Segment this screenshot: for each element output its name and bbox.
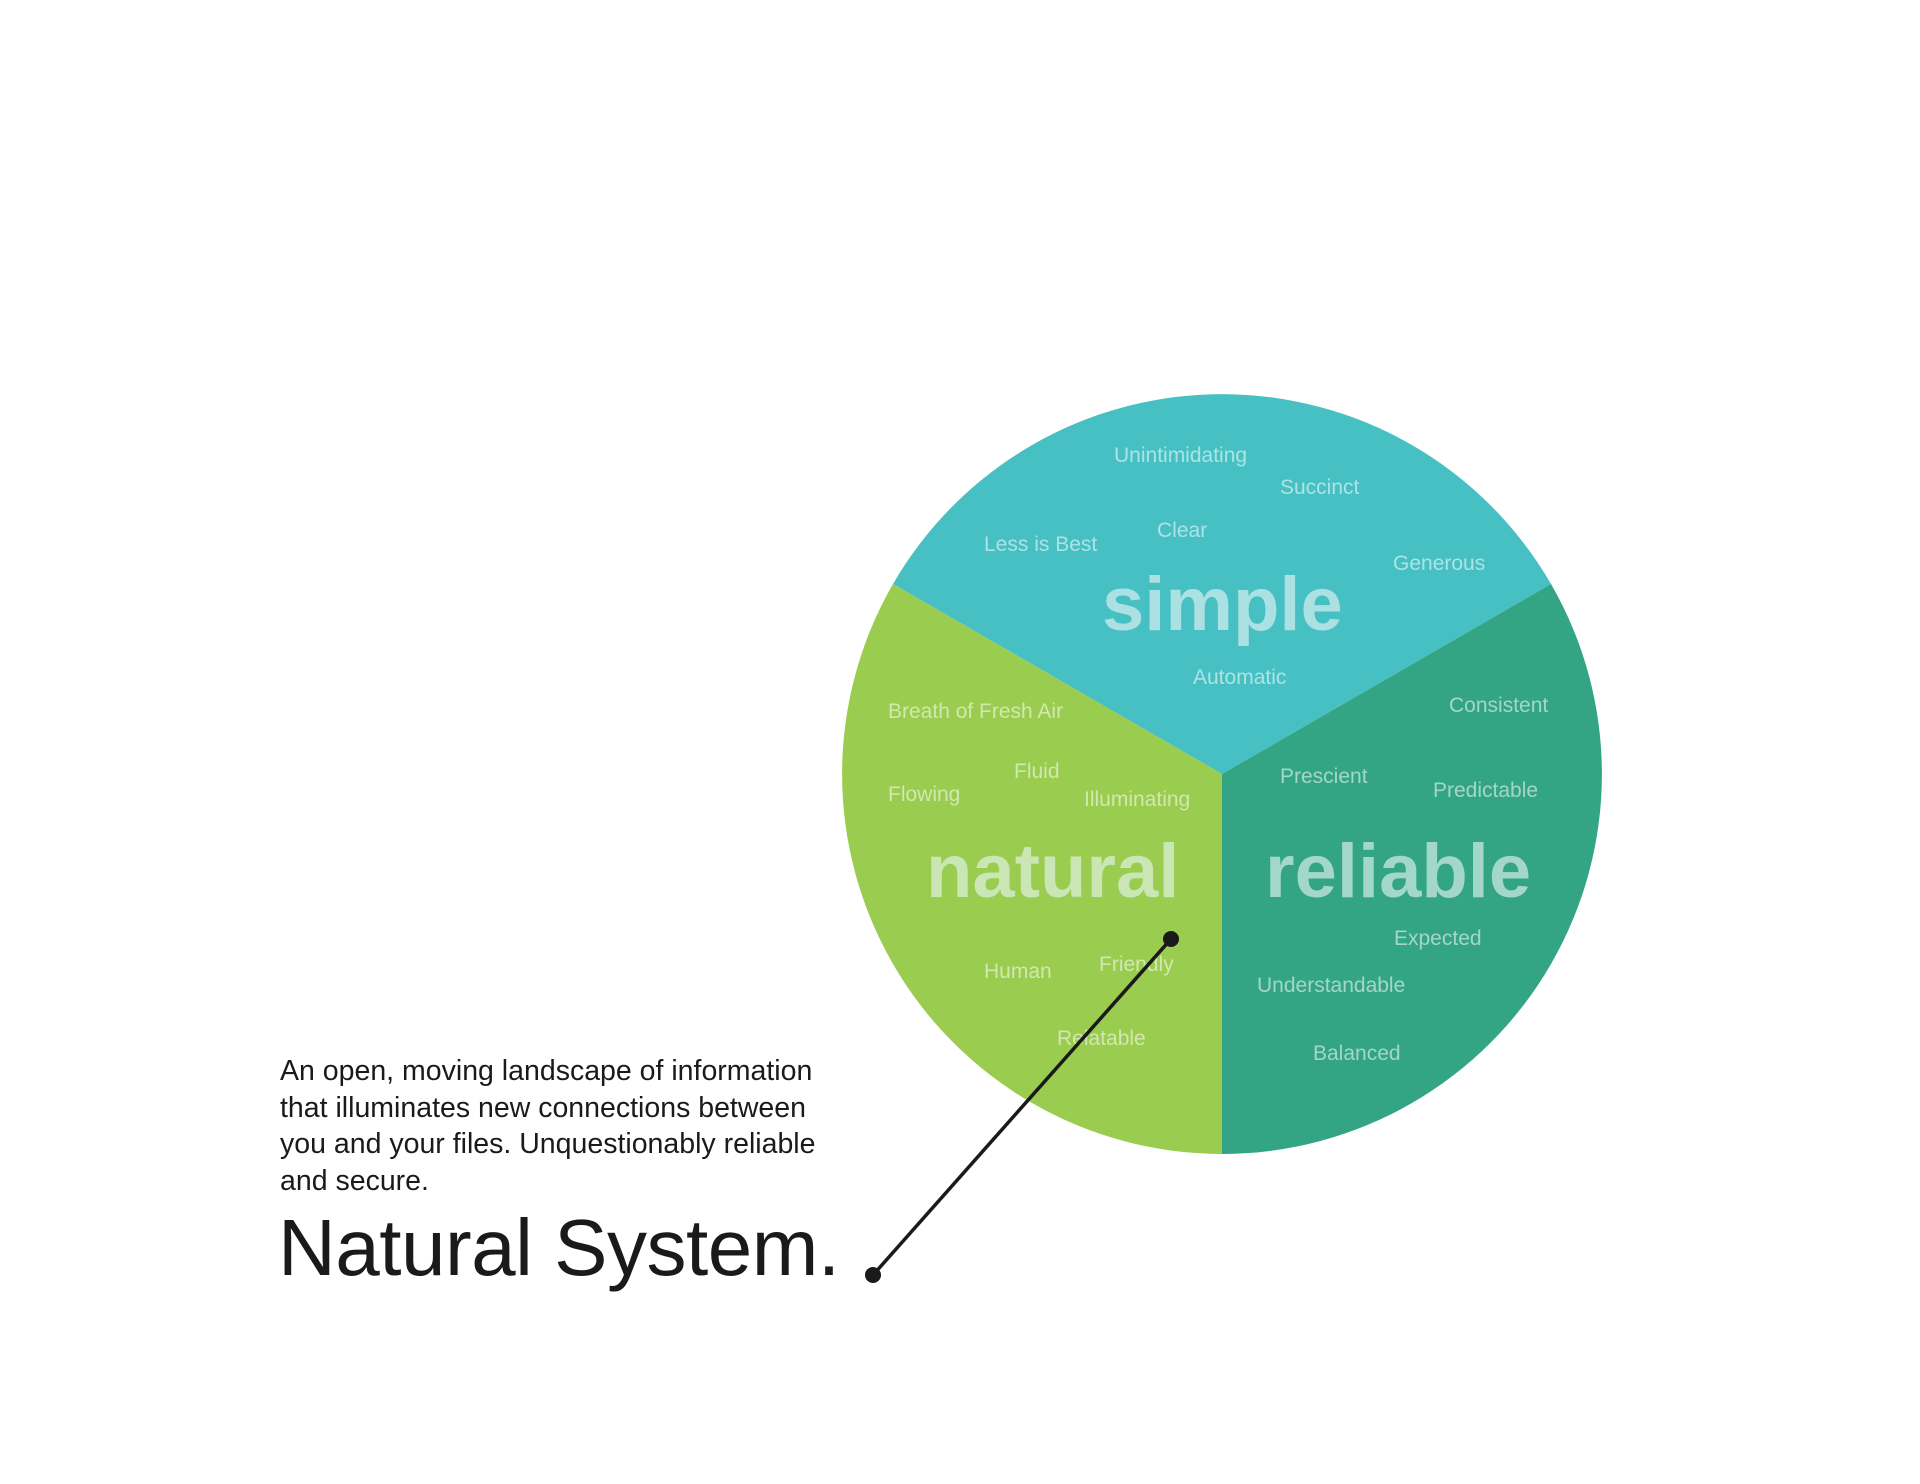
word-succinct: Succinct — [1280, 476, 1360, 499]
description-line: you and your files. Unquestionably relia… — [280, 1128, 816, 1160]
word-consistent: Consistent — [1449, 694, 1548, 717]
word-balanced: Balanced — [1313, 1042, 1401, 1065]
word-predictable: Predictable — [1433, 779, 1538, 802]
description-text: An open, moving landscape of information… — [280, 1053, 920, 1199]
word-expected: Expected — [1394, 927, 1482, 950]
word-relatable: Relatable — [1057, 1027, 1146, 1050]
wheel — [842, 394, 1602, 1154]
word-clear: Clear — [1157, 519, 1207, 542]
word-flowing: Flowing — [888, 783, 960, 806]
natural-words: Breath of Fresh Air Fluid Flowing Illumi… — [888, 700, 1190, 1050]
word-automatic: Automatic — [1193, 666, 1286, 689]
word-fluid: Fluid — [1014, 760, 1060, 783]
segment-reliable — [1222, 584, 1602, 1154]
description-line: that illuminates new connections between — [280, 1091, 806, 1124]
word-less-is-best: Less is Best — [984, 533, 1097, 556]
segment-natural — [842, 584, 1222, 1154]
word-human: Human — [984, 960, 1052, 983]
pointer-callout — [865, 931, 1179, 1283]
pointer-dot-wheel — [1163, 931, 1179, 947]
pointer-dot-title — [865, 1267, 881, 1283]
word-friendly: Friendly — [1099, 953, 1174, 976]
description-line: An open, moving landscape of information — [280, 1055, 813, 1087]
segment-label-reliable: reliable — [1265, 829, 1531, 914]
segment-label-natural: natural — [926, 829, 1179, 914]
description-line: and secure. — [280, 1164, 429, 1197]
reliable-words: Consistent Prescient Predictable Expecte… — [1257, 694, 1548, 1065]
word-generous: Generous — [1393, 552, 1485, 575]
simple-words: Unintimidating Succinct Clear Less is Be… — [984, 444, 1485, 689]
word-illuminating: Illuminating — [1084, 788, 1190, 811]
segment-simple — [893, 394, 1551, 774]
word-breath-of-fresh-air: Breath of Fresh Air — [888, 700, 1063, 723]
word-understandable: Understandable — [1257, 974, 1405, 997]
title-heading: Natural System. — [278, 1203, 840, 1292]
word-unintimidating: Unintimidating — [1114, 444, 1247, 467]
word-prescient: Prescient — [1280, 765, 1368, 788]
segment-label-simple: simple — [1102, 562, 1343, 647]
pointer-line — [871, 937, 1173, 1277]
